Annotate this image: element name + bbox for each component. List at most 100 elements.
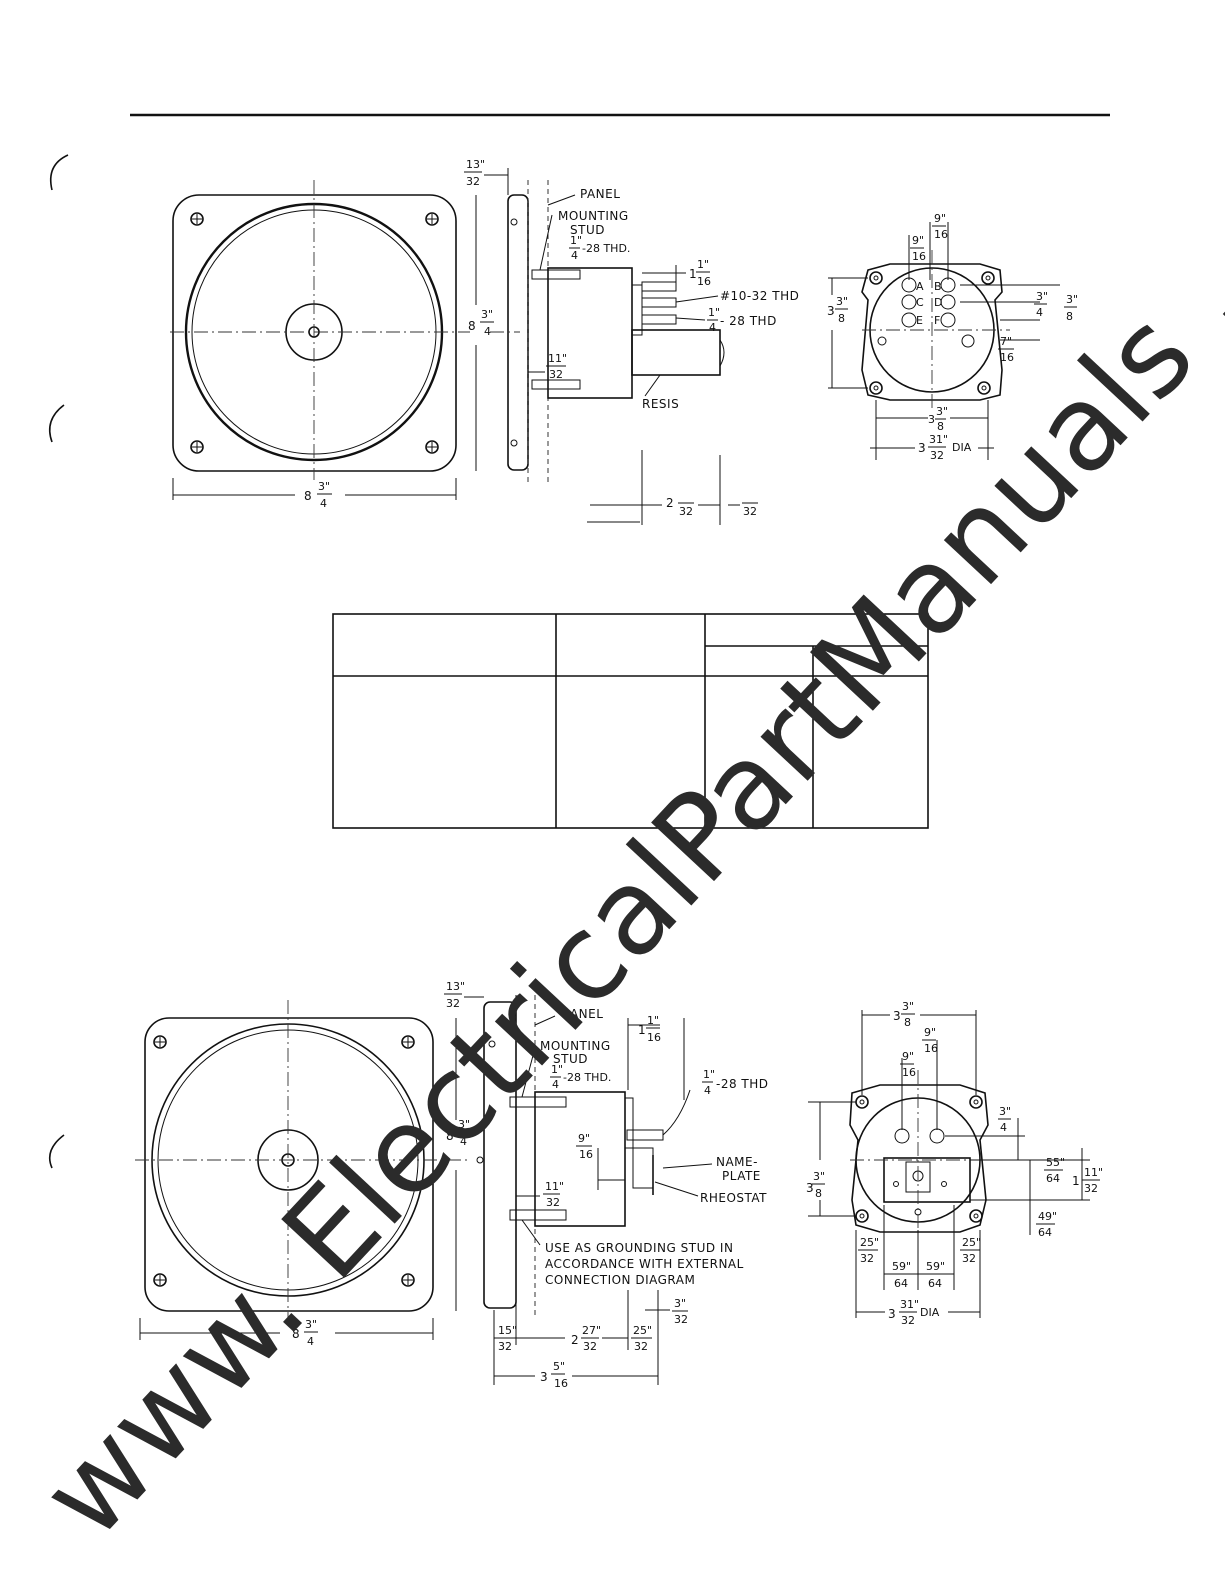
mounting-stud-label: MOUNTING — [558, 209, 629, 223]
rear-r-59-64-den: 64 — [928, 1277, 942, 1290]
terminal-a: A — [916, 280, 924, 293]
top-drawing: 8 3" 4 8 3" 4 — [170, 158, 1078, 525]
depth-a-den: 32 — [679, 505, 693, 518]
rear-h-9-16-a-num: 9" — [924, 1026, 936, 1039]
rear-v-49-64-num: 49" — [1038, 1210, 1057, 1223]
rear-height-whole: 3 — [806, 1181, 814, 1195]
rear-dia-whole: 3 — [888, 1307, 896, 1321]
mounting-stud-thread-den: 4 — [571, 249, 578, 262]
rear-height-num: 3" — [836, 295, 848, 308]
depth-b-den: 32 — [743, 505, 757, 518]
mounting-stud-thread-rest: -28 THD. — [582, 242, 630, 255]
panel-label: PANEL — [563, 1007, 603, 1021]
mounting-stud-label: MOUNTING — [540, 1039, 611, 1053]
bottom-side-view: 13" 32 PANEL 1 1" 16 MOUNTING STUD 1" 4 … — [444, 980, 768, 1390]
front-height-whole: 8 — [446, 1129, 454, 1143]
rear-dia-rest: DIA — [920, 1306, 940, 1319]
rear-top-width-den: 8 — [904, 1016, 911, 1029]
rear-v-3-8-den: 8 — [1066, 310, 1073, 323]
mounting-screw-icon — [190, 212, 439, 454]
panel-offset-den: 32 — [446, 997, 460, 1010]
punch-mark — [49, 154, 69, 191]
front-width-den: 4 — [307, 1335, 314, 1348]
rear-bottom-den: 8 — [937, 420, 944, 433]
top-side-view: 13" 32 PANEL MOUNTING STUD 1" 4 -28 THD.… — [464, 158, 799, 525]
panel-offset-num: 13" — [466, 158, 485, 171]
nameplate-label-1: NAME- — [716, 1155, 758, 1169]
ground-note-line-2: ACCORDANCE WITH EXTERNAL — [545, 1257, 744, 1271]
rear-l-59-64-num: 59" — [892, 1260, 911, 1273]
rear-h-9-16-b-num: 9" — [912, 234, 924, 247]
nameplate-label-2: PLATE — [722, 1169, 761, 1183]
punch-mark — [48, 1134, 65, 1169]
thread-b-den: 4 — [709, 321, 716, 334]
rear-bottom-num: 3" — [936, 405, 948, 418]
d-2-27-32-den: 32 — [583, 1340, 597, 1353]
rear-h-9-16-b-den: 16 — [902, 1066, 916, 1079]
rear-height-num: 3" — [813, 1170, 825, 1183]
terminal-b: B — [934, 280, 942, 293]
rear-height-den: 8 — [838, 312, 845, 325]
terminal-d: D — [934, 296, 942, 309]
terminal-length-num: 1" — [647, 1014, 659, 1027]
rear-dia-num: 31" — [900, 1298, 919, 1311]
terminal-length-whole: 1 — [689, 267, 697, 281]
mounting-stud-label-2: STUD — [553, 1052, 588, 1066]
rear-v-49-64-den: 64 — [1038, 1226, 1052, 1239]
rear-l-25-32-den: 32 — [860, 1252, 874, 1265]
stud-offset-num: 11" — [548, 352, 567, 365]
thread-den: 4 — [704, 1084, 711, 1097]
front-width-whole: 8 — [304, 489, 312, 503]
front-width-num: 3" — [318, 480, 330, 493]
ground-note-line-1: USE AS GROUNDING STUD IN — [545, 1241, 733, 1255]
rear-v-1-11-32-num: 11" — [1084, 1166, 1103, 1179]
top-rear-view: A B C D E F 9" 16 9" 16 3 3" 8 — [827, 212, 1078, 462]
rear-dia-den: 32 — [901, 1314, 915, 1327]
terminal-f: F — [934, 314, 940, 327]
panel-offset-den: 32 — [466, 175, 480, 188]
rear-top-width-num: 3" — [902, 1000, 914, 1013]
rear-v-3-4-den: 4 — [1036, 306, 1043, 319]
mounting-stud-label-2: STUD — [570, 223, 605, 237]
rear-height-den: 8 — [815, 1187, 822, 1200]
d-15-32-den: 32 — [498, 1340, 512, 1353]
rear-r-25-32-den: 32 — [962, 1252, 976, 1265]
thread-b-num: 1" — [708, 306, 720, 319]
panel-label: PANEL — [580, 187, 620, 201]
d-25-32-den: 32 — [634, 1340, 648, 1353]
depth-a-whole: 2 — [666, 496, 674, 510]
resis-label: RESIS — [642, 397, 679, 411]
punch-mark — [48, 404, 65, 443]
rear-v-1-11-32-whole: 1 — [1072, 1174, 1080, 1188]
overall-depth-den: 16 — [554, 1377, 568, 1390]
d-2-27-32-whole: 2 — [571, 1333, 579, 1347]
front-width-whole: 8 — [292, 1327, 300, 1341]
terminal-length-whole: 1 — [638, 1023, 646, 1037]
rear-top-width-whole: 3 — [893, 1009, 901, 1023]
stud-offset-den: 32 — [546, 1196, 560, 1209]
rear-dia-den: 32 — [930, 449, 944, 462]
shaft-offset-den: 16 — [579, 1148, 593, 1161]
rear-r-25-32-num: 25" — [962, 1236, 981, 1249]
rheostat-label: RHEOSTAT — [700, 1191, 767, 1205]
rear-h-9-16-b-num: 9" — [902, 1050, 914, 1063]
front-height-den: 4 — [460, 1135, 467, 1148]
rear-v-7-16-den: 16 — [1000, 351, 1014, 364]
thread-num: 1" — [703, 1068, 715, 1081]
rear-l-59-64-den: 64 — [894, 1277, 908, 1290]
rear-v-3-8-num: 3" — [1066, 293, 1078, 306]
mounting-stud-thread-num: 1" — [551, 1063, 563, 1076]
front-width-num: 3" — [305, 1318, 317, 1331]
terminal-c: C — [916, 296, 924, 309]
rear-v-3-4-den: 4 — [1000, 1121, 1007, 1134]
d-3-32-den: 32 — [674, 1313, 688, 1326]
overall-depth-whole: 3 — [540, 1370, 548, 1384]
bottom-rear-view: 3 3" 8 9" 16 9" 16 3 3" 8 — [806, 1000, 1103, 1327]
shaft-offset-num: 9" — [578, 1132, 590, 1145]
stud-offset-den: 32 — [549, 368, 563, 381]
d-15-32-num: 15" — [498, 1324, 517, 1337]
d-2-27-32-num: 27" — [582, 1324, 601, 1337]
mounting-stud-thread-rest: -28 THD. — [563, 1071, 611, 1084]
